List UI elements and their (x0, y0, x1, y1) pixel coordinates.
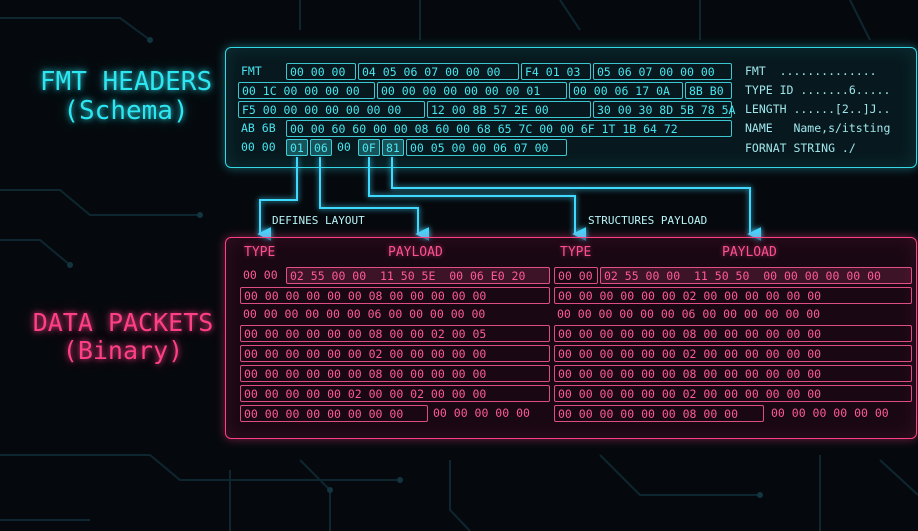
right-type-header: TYPE (560, 245, 592, 260)
fmt-field-fmt: FMT .............. (745, 64, 877, 78)
packet-type-cell: 00 00 (554, 267, 598, 284)
fmt-hex-cell: 8B B0 (685, 82, 732, 99)
packet-row: 00 00 00 00 00 00 02 00 00 00 00 00 (240, 345, 550, 362)
fmt-hex-cell: F4 01 03 (521, 63, 591, 80)
fmt-hex-cell: 05 06 07 00 00 00 (593, 63, 732, 80)
fmt-length-byte: 06 (310, 139, 332, 156)
packet-row: 00 00 00 00 00 00 08 00 00 00 00 00 00 (554, 365, 912, 382)
data-packets-subtitle: (Binary) (62, 336, 184, 365)
fmt-hex-cell: F5 00 00 00 00 00 00 00 (238, 101, 425, 118)
packet-row: 00 00 00 00 00 00 06 00 00 00 00 00 00 (557, 307, 821, 321)
packet-row: 00 00 00 00 00 00 02 00 00 00 00 00 00 (554, 385, 912, 402)
fmt-hex-cell: 00 (337, 140, 351, 154)
fmt-hex-cell: 00 00 00 (286, 63, 356, 80)
packet-row: 00 00 00 00 00 00 02 00 00 00 00 00 00 (554, 287, 912, 304)
packet-row: 00 00 00 00 00 00 02 00 00 00 00 00 00 (554, 345, 912, 362)
packet-payload-cell: 02 55 00 00 11 50 50 00 00 00 00 00 00 (600, 267, 912, 284)
fmt-hex-cell: 00 00 00 00 00 00 00 01 (377, 82, 567, 99)
packet-row: 00 00 00 00 00 00 00 00 (240, 405, 428, 422)
fmt-field-name: NAME Name,s/itsting (745, 121, 891, 135)
packet-row: 00 00 00 00 00 00 (771, 406, 889, 420)
fmt-field-type-id: TYPE ID .......6..... (745, 83, 891, 97)
fmt-hex-cell: AB 6B (241, 121, 276, 135)
packet-type-cell: 00 00 (243, 268, 278, 282)
fmt-hex-cell: FMT (241, 64, 262, 78)
data-packets-title: DATA PACKETS (32, 308, 214, 337)
fmt-headers-title: FMT HEADERS (39, 67, 213, 97)
packet-row: 00 00 00 00 00 00 08 00 00 00 00 00 (240, 287, 550, 304)
packet-payload-cell: 02 55 00 00 11 50 5E 00 06 E0 20 (286, 267, 550, 284)
fmt-format-byte: 81 (382, 139, 404, 156)
left-payload-header: PAYLOAD (388, 245, 443, 260)
defines-layout-label: DEFINES LAYOUT (272, 214, 365, 227)
packet-row: 00 00 00 00 00 00 08 00 00 00 00 00 00 (554, 325, 912, 342)
packet-row: 00 00 00 00 00 02 00 00 02 00 00 00 (240, 385, 550, 402)
fmt-type-id-byte: 01 (286, 139, 308, 156)
fmt-name-byte: 0F (358, 139, 380, 156)
packet-row: 00 00 00 00 00 00 08 00 00 (554, 405, 764, 422)
packet-row: 00 00 00 00 00 00 08 00 00 00 00 00 (240, 365, 550, 382)
right-payload-header: PAYLOAD (722, 245, 777, 260)
data-packets-label: DATA PACKETS (Binary) (18, 309, 228, 365)
packet-row: 00 00 00 00 00 00 06 00 00 00 00 00 (243, 307, 486, 321)
fmt-hex-cell: 00 00 (241, 140, 276, 154)
fmt-hex-cell: 00 00 60 60 00 00 08 60 00 68 65 7C 00 0… (286, 120, 732, 137)
packet-row: 00 00 00 00 00 00 08 00 00 02 00 05 (240, 325, 550, 342)
fmt-hex-cell: 00 00 06 17 0A (569, 82, 683, 99)
structures-payload-label: STRUCTURES PAYLOAD (588, 214, 708, 227)
left-type-header: TYPE (244, 245, 276, 260)
fmt-headers-subtitle: (Schema) (63, 96, 189, 127)
fmt-hex-cell: 04 05 06 07 00 00 00 (358, 63, 519, 80)
fmt-field-format-string: FORNAT STRING ./ (745, 141, 856, 155)
fmt-hex-cell: 12 00 8B 57 2E 00 (427, 101, 591, 118)
packet-row: 00 00 00 00 00 (433, 406, 530, 420)
fmt-hex-cell: 00 05 00 00 06 07 00 (406, 139, 567, 156)
fmt-hex-cell: 00 1C 00 00 00 00 (238, 82, 375, 99)
fmt-headers-panel (225, 47, 917, 168)
fmt-headers-label: FMT HEADERS (Schema) (30, 67, 222, 127)
fmt-field-length: LENGTH ......[2..]J.. (745, 102, 891, 116)
fmt-hex-cell: 30 00 30 8D 5B 78 5A (593, 101, 735, 118)
